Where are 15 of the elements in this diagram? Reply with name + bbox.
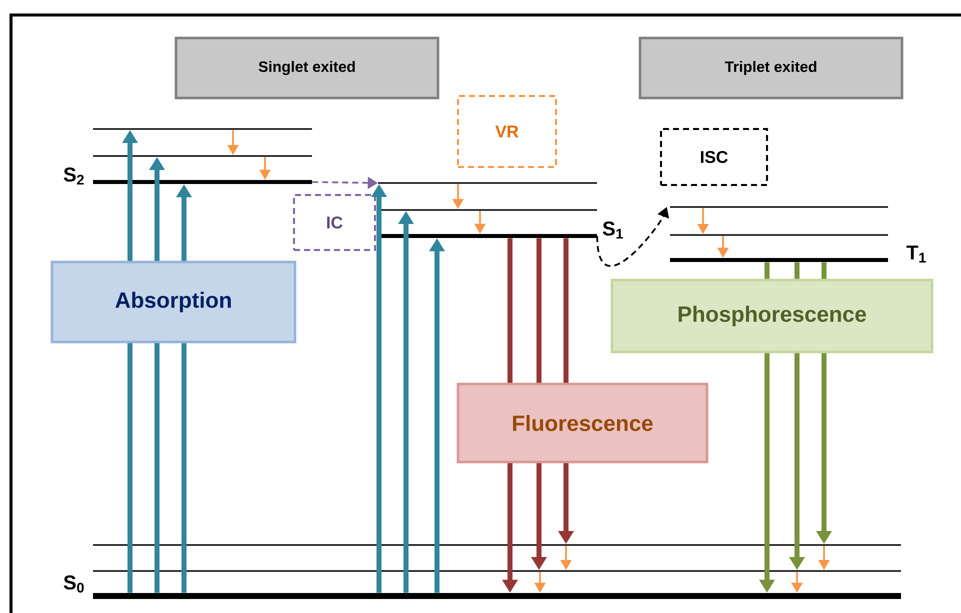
state-label: S$_{2}$ — [64, 167, 84, 185]
state-label: S$_{1}$ — [602, 221, 623, 239]
state-label: S$_{0}$ — [64, 575, 84, 593]
state-label: T$_{1}$ — [906, 246, 926, 262]
process-box: IC — [293, 194, 376, 251]
process-box: VR — [457, 95, 557, 168]
process-box: ISC — [660, 128, 768, 186]
energy-level — [93, 593, 901, 599]
process-banner: Absorption — [50, 260, 296, 344]
energy-level — [93, 180, 312, 184]
process-banner: Phosphorescence — [610, 278, 934, 354]
energy-level — [670, 258, 888, 262]
state-header: Triplet exited — [638, 36, 904, 100]
state-header: Singlet exited — [174, 36, 440, 100]
process-banner: Fluorescence — [456, 382, 708, 464]
